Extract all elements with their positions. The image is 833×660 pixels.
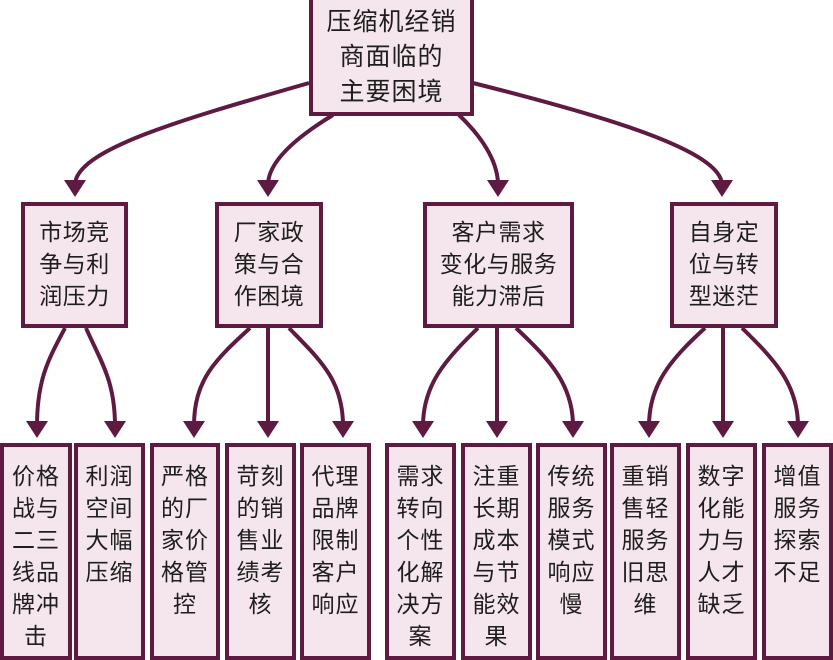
- category-line: 变化与服务: [439, 252, 558, 278]
- category-line: 市场竞: [39, 220, 110, 246]
- category-node-self-positioning: 自身定 位与转 型迷茫: [670, 202, 778, 328]
- arrowhead-icon: [486, 421, 508, 438]
- category-line: 客户需求: [451, 220, 546, 246]
- leaf-text: 价格战与二三线品牌冲击: [12, 464, 60, 650]
- leaf-text: 重销售轻服务旧思维: [621, 464, 670, 618]
- connector-line: [84, 327, 117, 427]
- arrowhead-icon: [257, 421, 279, 438]
- category-line: 型迷茫: [688, 284, 760, 310]
- leaf-node: 数字化能力与人才缺乏: [686, 443, 757, 660]
- connector-line: [287, 326, 345, 427]
- leaf-node: 传统服务模式响应慢: [536, 443, 607, 660]
- root-node: 压缩机经销 商面临的 主要困境: [309, 0, 474, 116]
- category-line: 厂家政: [233, 220, 305, 246]
- connector-line: [35, 327, 67, 427]
- connector-line: [472, 81, 724, 186]
- arrowhead-icon: [487, 180, 509, 197]
- leaf-text: 传统服务模式响应慢: [547, 464, 596, 618]
- leaf-text: 利润空间大幅压缩: [85, 464, 134, 586]
- root-line: 主要困境: [339, 76, 444, 106]
- connector-line: [740, 326, 800, 427]
- category-line: 策与合: [233, 252, 305, 278]
- leaf-text: 增值服务探索不足: [773, 464, 822, 586]
- leaf-node: 价格战与二三线品牌冲击: [0, 443, 72, 660]
- category-node-market-competition: 市场竞 争与利 润压力: [21, 202, 128, 328]
- category-node-customer-demand: 客户需求 变化与服务 能力滞后: [423, 202, 574, 328]
- category-line: 位与转: [688, 252, 760, 278]
- arrowhead-icon: [183, 421, 205, 438]
- arrowhead-icon: [257, 180, 279, 197]
- arrowhead-icon: [64, 180, 86, 197]
- connector-line: [647, 326, 707, 427]
- leaf-node: 严格的厂家价格管控: [150, 443, 220, 660]
- leaf-text: 需求转向个性化解决方案: [396, 464, 445, 650]
- category-line: 润压力: [39, 284, 110, 310]
- arrowhead-icon: [787, 421, 809, 438]
- arrowhead-icon: [412, 421, 434, 438]
- category-line: 自身定: [688, 220, 760, 246]
- arrowhead-icon: [332, 421, 354, 438]
- leaf-node: 需求转向个性化解决方案: [385, 443, 456, 660]
- arrowhead-icon: [26, 421, 48, 438]
- leaf-text: 苛刻的销售业绩考核: [236, 464, 285, 618]
- leaf-text: 严格的厂家价格管控: [161, 464, 209, 618]
- arrowhead-icon: [104, 421, 126, 438]
- category-line: 能力滞后: [451, 284, 546, 310]
- leaf-node: 利润空间大幅压缩: [74, 443, 145, 660]
- connector-line: [421, 326, 480, 427]
- leaf-node: 增值服务探索不足: [762, 443, 833, 660]
- connector-line: [73, 81, 310, 186]
- arrowhead-icon: [712, 421, 734, 438]
- connector-line: [192, 326, 252, 427]
- root-line: 压缩机经销: [326, 6, 457, 36]
- leaf-node: 代理品牌限制客户响应: [300, 443, 371, 660]
- connector-line: [514, 326, 575, 427]
- root-line: 商面临的: [339, 41, 444, 71]
- arrowhead-icon: [711, 180, 733, 197]
- leaf-text: 数字化能力与人才缺乏: [697, 464, 746, 618]
- leaf-node: 重销售轻服务旧思维: [610, 443, 681, 660]
- leaf-node: 注重长期成本与节能效果: [461, 443, 532, 660]
- connector-line: [266, 113, 335, 186]
- category-line: 作困境: [233, 284, 305, 310]
- leaf-text: 代理品牌限制客户响应: [311, 464, 360, 618]
- leaf-text: 注重长期成本与节能效果: [472, 464, 521, 650]
- arrowhead-icon: [562, 421, 584, 438]
- connector-line: [457, 113, 500, 186]
- arrowhead-icon: [638, 421, 660, 438]
- category-node-manufacturer-policy: 厂家政 策与合 作困境: [215, 202, 323, 328]
- category-line: 争与利: [39, 252, 110, 278]
- leaf-node: 苛刻的销售业绩考核: [225, 443, 296, 660]
